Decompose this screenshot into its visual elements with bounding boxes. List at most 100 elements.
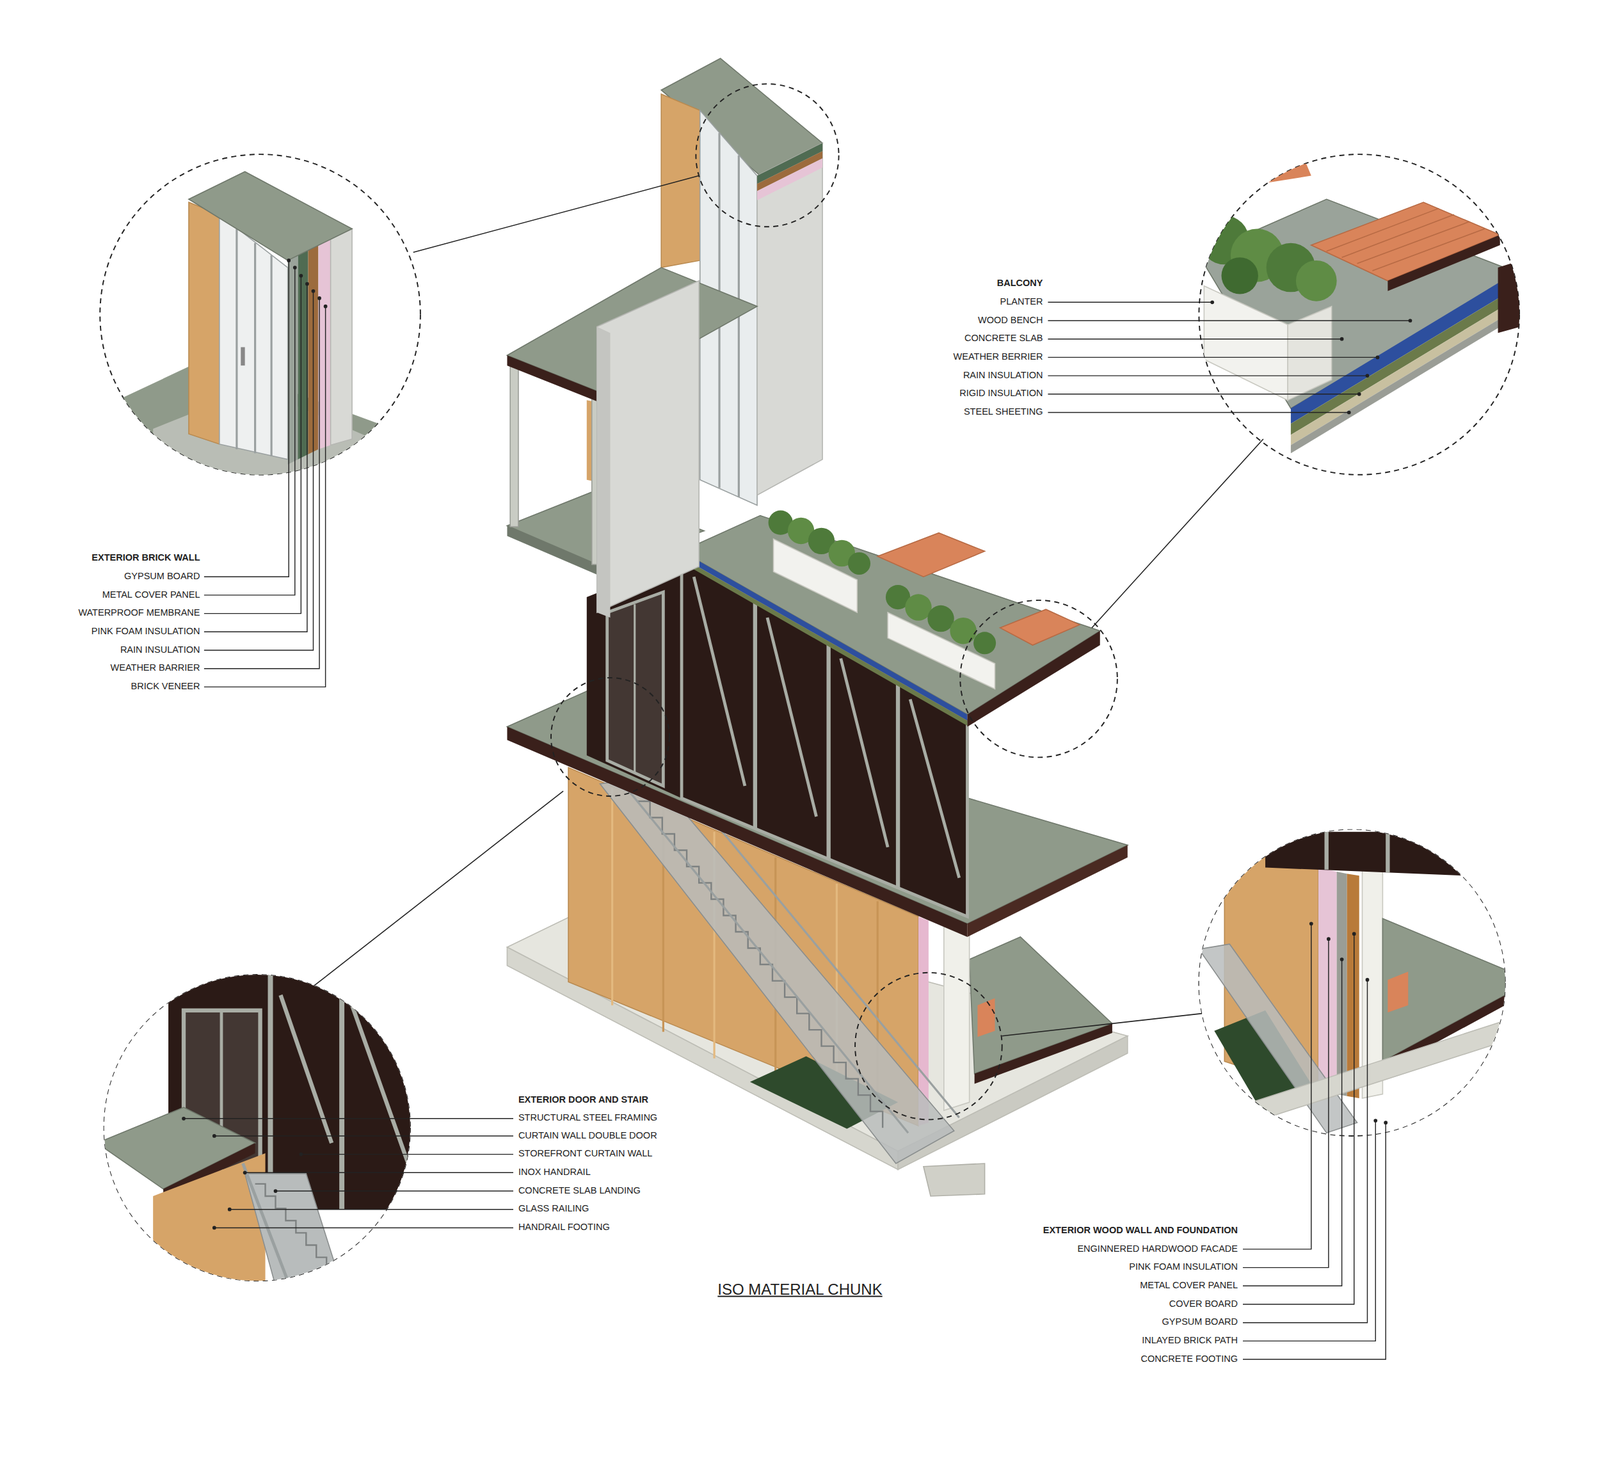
detail-door-stair-part xyxy=(339,974,345,1210)
leader-lines-part xyxy=(214,1135,514,1136)
leader-lines-part xyxy=(183,1118,514,1119)
callout-circles xyxy=(99,83,1520,1281)
callout-heading: EXTERIOR WOOD WALL AND FOUNDATION xyxy=(1043,1224,1238,1236)
callout-label: RIGID INSULATION xyxy=(959,388,1043,400)
detail-brick-wall-part xyxy=(188,171,352,261)
detail-brick-wall-part xyxy=(240,346,245,366)
diagram-title: ISO MATERIAL CHUNK xyxy=(717,1280,882,1300)
callout-connectors-part xyxy=(1002,1013,1203,1037)
balcony-part xyxy=(681,515,1101,715)
leader-dots-part xyxy=(293,265,297,270)
callout-circles-part xyxy=(695,83,839,227)
callout-label: WEATHER BARRIER xyxy=(110,663,201,674)
detail-door-stair-part xyxy=(352,1005,409,1164)
leader-dots-part xyxy=(1352,931,1357,936)
leader-dots-part xyxy=(181,1116,186,1121)
leader-dots-part xyxy=(1365,977,1370,982)
detail-brick-wall-part xyxy=(254,243,256,454)
curtain-wall-part xyxy=(633,604,636,773)
mid-slab-part xyxy=(967,845,1128,937)
detail-balcony-part xyxy=(1296,260,1337,302)
detail-wood-foundation-part xyxy=(1265,832,1516,879)
leader-lines-part xyxy=(214,1227,514,1229)
callout-circles-part xyxy=(960,600,1118,758)
leader-lines xyxy=(183,260,1410,1360)
detail-wood-foundation-part xyxy=(1324,832,1329,870)
detail-brick-wall-part xyxy=(99,479,421,481)
callout-label: BRICK VENEER xyxy=(131,680,201,692)
leader-lines-part xyxy=(1047,375,1368,376)
leader-dots-part xyxy=(305,282,310,287)
detail-wood-foundation xyxy=(1198,828,1515,1138)
callout-label: WEATHER BERRIER xyxy=(953,351,1044,363)
leader-lines-part xyxy=(1242,1120,1376,1341)
balcony-part xyxy=(927,605,954,632)
detail-brick-wall-part xyxy=(318,238,331,449)
leader-dots-part xyxy=(298,1152,303,1157)
callout-label: INOX HANDRAIL xyxy=(518,1166,591,1178)
callout-label: STEEL SHEETING xyxy=(963,406,1044,418)
curtain-wall-part xyxy=(693,576,745,786)
balcony-part xyxy=(1000,609,1080,646)
callout-connectors xyxy=(311,176,1264,1037)
leader-lines-part xyxy=(204,267,296,596)
leader-lines-part xyxy=(300,1153,514,1155)
leader-lines-part xyxy=(1047,393,1359,395)
leader-lines-part xyxy=(275,1190,513,1192)
detail-balcony-part xyxy=(1326,208,1439,252)
leader-lines-part xyxy=(1047,302,1213,303)
detail-wood-foundation-part xyxy=(1362,845,1384,1099)
detail-balcony-part xyxy=(1221,257,1258,294)
leader-dots-part xyxy=(298,273,303,278)
balcony-part xyxy=(904,593,932,621)
curtain-wall-part xyxy=(826,641,831,860)
wood-wall-part xyxy=(611,787,614,1006)
leader-dots-part xyxy=(212,1226,217,1231)
leader-lines-part xyxy=(1047,320,1410,321)
leader-lines-part xyxy=(245,1172,514,1174)
leader-lines-part xyxy=(204,291,314,651)
callout-label: RAIN INSULATION xyxy=(963,369,1044,381)
detail-wood-foundation-part xyxy=(1387,971,1408,1013)
upper-tower-part xyxy=(757,158,823,200)
detail-brick-wall-part xyxy=(188,202,220,445)
callout-heading: EXTERIOR BRICK WALL xyxy=(91,552,200,564)
callout-label: WOOD BENCH xyxy=(977,314,1044,326)
detail-wood-foundation-part xyxy=(1347,873,1360,1099)
callout-label: COVER BOARD xyxy=(1169,1298,1238,1310)
leader-lines-part xyxy=(1047,338,1342,340)
leader-lines-part xyxy=(1047,357,1378,358)
detail-brick-wall-part xyxy=(235,229,238,450)
leader-dots-part xyxy=(1357,392,1362,397)
upper-box-part xyxy=(506,525,602,577)
white-wall-panel-part xyxy=(597,327,611,618)
detail-wood-foundation-part xyxy=(1385,832,1390,873)
callout-connectors-part xyxy=(1091,439,1264,628)
curtain-wall-part xyxy=(607,592,664,786)
leader-lines-part xyxy=(1047,412,1349,413)
callout-label: METAL COVER PANEL xyxy=(102,589,201,601)
callout-connectors-part xyxy=(413,176,699,253)
detail-wood-foundation-part xyxy=(1318,867,1337,1095)
callout-label: PLANTER xyxy=(1000,296,1044,308)
ground-interior-part xyxy=(977,998,995,1038)
leader-dots-part xyxy=(212,1134,217,1138)
callout-heading: EXTERIOR DOOR AND STAIR xyxy=(518,1094,649,1106)
leader-lines-part xyxy=(204,260,289,577)
leader-dots-part xyxy=(286,258,291,263)
callout-label: CONCRETE SLAB xyxy=(964,333,1043,345)
detail-balcony-part xyxy=(1387,234,1500,292)
detail-balcony-part xyxy=(1255,163,1312,184)
callout-circles-part xyxy=(855,972,1003,1120)
detail-door-stair-part xyxy=(242,1163,288,1281)
detail-balcony xyxy=(1198,163,1520,454)
balcony-part xyxy=(949,617,976,644)
callout-label: INLAYED BRICK PATH xyxy=(1141,1335,1238,1346)
callout-label: STOREFRONT CURTAIN WALL xyxy=(518,1148,653,1160)
leader-dots-part xyxy=(1340,957,1344,962)
leader-dots-part xyxy=(227,1207,232,1212)
detail-wood-foundation-part xyxy=(1203,1020,1505,1138)
balcony-part xyxy=(973,631,996,655)
callout-label: CONCRETE FOOTING xyxy=(1141,1353,1238,1365)
